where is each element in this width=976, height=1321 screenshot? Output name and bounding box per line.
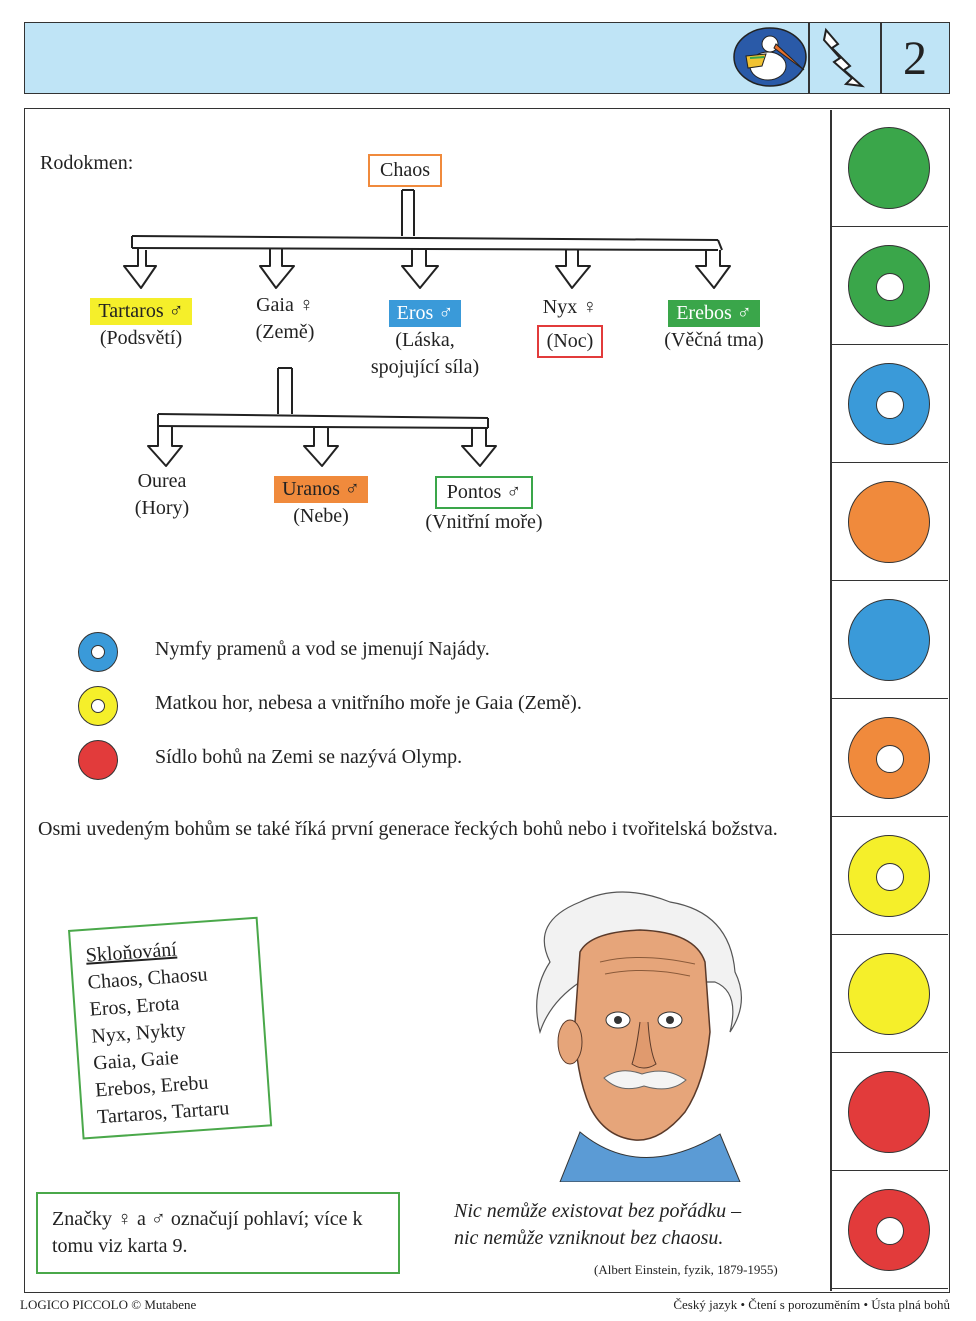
legend-marker-hole	[91, 699, 105, 713]
answer-cell	[832, 464, 948, 581]
footer-subject: Český jazyk • Čtení s porozuměním • Ústa…	[673, 1297, 950, 1312]
ring-hole	[876, 273, 904, 301]
legend-text: Nymfy pramenů a vod se jmenují Najády.	[155, 638, 490, 660]
pontos-meaning: (Vnitřní moře)	[425, 511, 543, 533]
ring-marker	[848, 363, 930, 445]
stork-icon	[733, 27, 807, 87]
legend-text: Matkou hor, nebesa a vnitřního moře je G…	[155, 692, 582, 714]
nyx-label: Nyx ♀	[542, 296, 598, 318]
tartaros-meaning: (Podsvětí)	[99, 327, 183, 349]
ring-marker	[848, 835, 930, 917]
answer-cell	[832, 1172, 948, 1289]
ring-marker	[848, 717, 930, 799]
nyx-meaning: (Noc)	[536, 325, 604, 358]
quote-source: (Albert Einstein, fyzik, 1879-1955)	[594, 1262, 778, 1277]
declension-box: Skloňování Chaos, Chaosu Eros, Erota Nyx…	[68, 916, 273, 1140]
tree-node-tartaros: Tartaros ♂ (Podsvětí)	[84, 298, 198, 352]
ring-hole	[876, 863, 904, 891]
quote-line: nic nemůže vzniknout bez chaosu.	[454, 1227, 724, 1249]
tree-node-ourea: Ourea (Hory)	[122, 468, 202, 522]
ourea-meaning: (Hory)	[134, 497, 190, 519]
gender-note-box: Značky ♀ a ♂ označují pohlaví; více k to…	[36, 1192, 400, 1274]
header-divider	[880, 22, 882, 94]
answer-cell	[832, 1054, 948, 1171]
tree-node-uranos: Uranos ♂ (Nebe)	[264, 476, 378, 530]
ring-marker	[848, 1189, 930, 1271]
tree-node-nyx: Nyx ♀ (Noc)	[530, 294, 610, 358]
main-frame	[24, 108, 950, 1293]
dot-marker	[848, 127, 930, 209]
eros-label: Eros ♂	[388, 300, 462, 327]
strip-divider	[830, 110, 832, 1291]
dot-marker	[848, 481, 930, 563]
card-number: 2	[903, 32, 927, 85]
ring-hole	[876, 391, 904, 419]
tartaros-label: Tartaros ♂	[90, 298, 192, 325]
gaia-meaning: (Země)	[255, 321, 315, 343]
legend-marker	[78, 740, 118, 780]
answer-cell	[832, 228, 948, 345]
legend-marker	[78, 686, 118, 726]
eros-meaning-2: spojující síla)	[370, 356, 480, 378]
ring-marker	[848, 245, 930, 327]
answer-cell	[832, 110, 948, 227]
ring-hole	[876, 745, 904, 773]
answer-cell	[832, 700, 948, 817]
erebos-meaning: (Věčná tma)	[664, 329, 764, 351]
chaos-label: Chaos	[368, 154, 442, 187]
ourea-label: Ourea	[137, 470, 187, 492]
answer-cell	[832, 936, 948, 1053]
answer-cell	[832, 582, 948, 699]
generation-paragraph: Osmi uvedeným bohům se také říká první g…	[38, 818, 778, 840]
tree-node-pontos: Pontos ♂ (Vnitřní moře)	[412, 476, 556, 536]
gaia-label: Gaia ♀	[256, 294, 314, 316]
tree-node-eros: Eros ♂ (Láska, spojující síla)	[362, 300, 488, 381]
eros-meaning-1: (Láska,	[395, 329, 455, 351]
dot-marker	[848, 599, 930, 681]
dot-marker	[848, 1071, 930, 1153]
lightning-arrow-icon	[822, 27, 866, 88]
tree-node-chaos: Chaos	[368, 154, 442, 187]
quote-line: Nic nemůže existovat bez pořádku –	[454, 1200, 742, 1222]
uranos-meaning: (Nebe)	[293, 505, 349, 527]
header-divider	[808, 22, 810, 94]
einstein-illustration	[536, 891, 743, 1182]
pontos-label: Pontos ♂	[434, 476, 534, 509]
uranos-label: Uranos ♂	[274, 476, 368, 503]
tree-label: Rodokmen:	[40, 152, 134, 174]
legend-marker	[78, 632, 118, 672]
legend-marker-hole	[91, 645, 105, 659]
dot-marker	[848, 953, 930, 1035]
ring-hole	[876, 1217, 904, 1245]
footer-publisher: LOGICO PICCOLO © Mutabene	[20, 1297, 197, 1312]
erebos-label: Erebos ♂	[668, 300, 760, 327]
answer-cell	[832, 346, 948, 463]
tree-connectors	[123, 189, 731, 467]
legend-text: Sídlo bohů na Zemi se nazývá Olymp.	[155, 746, 463, 768]
tree-node-erebos: Erebos ♂ (Věčná tma)	[652, 300, 776, 354]
tree-node-gaia: Gaia ♀ (Země)	[240, 292, 330, 346]
answer-cell	[832, 818, 948, 935]
einstein-quote: Nic nemůže existovat bez pořádku – nic n…	[454, 1198, 814, 1252]
